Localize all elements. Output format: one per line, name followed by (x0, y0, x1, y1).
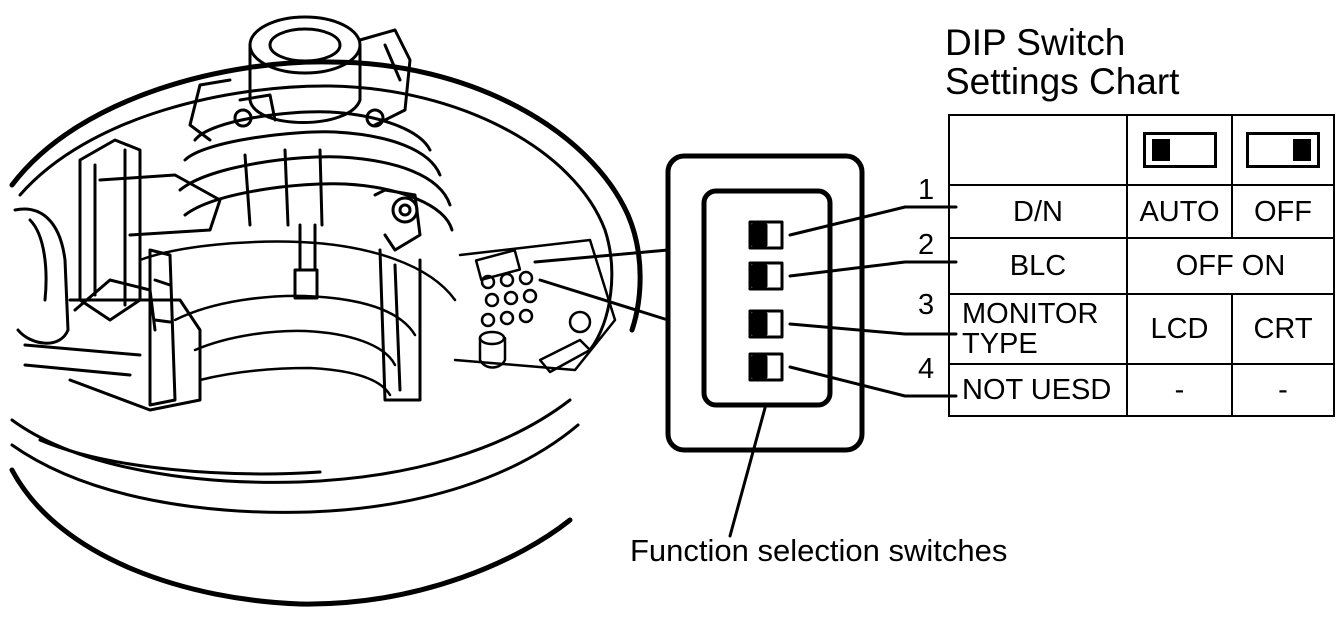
dip-switch-2 (748, 261, 784, 291)
header-right-cell (1231, 114, 1335, 186)
table-row: BLC OFF ON (948, 237, 1335, 295)
header-left-cell (1126, 114, 1233, 186)
table-header-row (948, 114, 1335, 186)
switch-number-2: 2 (918, 229, 935, 261)
switch-number-1: 1 (918, 174, 935, 206)
table-row: NOT UESD - - (948, 363, 1335, 417)
row-name: MONITOR TYPE (948, 293, 1128, 365)
chart-title-line1: DIP Switch (945, 22, 1126, 63)
row-right-value: CRT (1231, 293, 1335, 365)
housing-outline (9, 59, 643, 607)
row-name: BLC (948, 237, 1128, 295)
leader-lines (728, 205, 958, 538)
switch-left-position-icon (1142, 132, 1217, 168)
base-rings (138, 240, 457, 397)
right-bracket (373, 188, 422, 402)
row-name: NOT UESD (948, 363, 1128, 417)
header-empty-cell (948, 114, 1128, 186)
housing-rim (10, 84, 614, 514)
row-left-value: - (1126, 363, 1233, 417)
lens-assembly (178, 15, 454, 300)
table-row: MONITOR TYPE LCD CRT (948, 293, 1335, 365)
dip-settings-table: D/N AUTO OFF BLC OFF ON MONITOR TYPE LCD… (948, 114, 1335, 417)
left-side-parts (13, 138, 222, 412)
row-name-line2: TYPE (962, 328, 1038, 360)
row-merged-value: OFF ON (1126, 237, 1335, 295)
pcb-area (453, 238, 617, 374)
switch-right-position-icon (1246, 132, 1320, 168)
chart-title-line2: Settings Chart (945, 61, 1180, 102)
callout-lines (533, 248, 670, 322)
row-left-value: LCD (1126, 293, 1233, 365)
function-switches-caption: Function selection switches (630, 533, 1008, 568)
table-row: D/N AUTO OFF (948, 184, 1335, 239)
row-right-value: - (1231, 363, 1335, 417)
dip-switch-4 (748, 352, 784, 382)
dip-switch-1 (748, 220, 784, 250)
row-left-value: AUTO (1126, 184, 1233, 239)
row-right-value: OFF (1231, 184, 1335, 239)
row-name: D/N (948, 184, 1128, 239)
dip-switch-3 (748, 309, 784, 339)
switch-number-3: 3 (918, 289, 935, 321)
switch-inset (665, 153, 865, 453)
switch-number-4: 4 (918, 353, 935, 385)
row-name-line1: MONITOR (962, 298, 1099, 330)
